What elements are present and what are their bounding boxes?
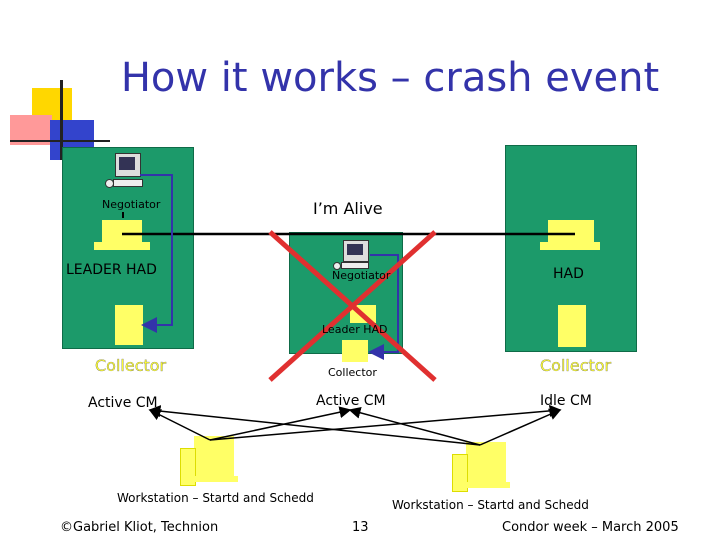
right-workstation-icon (452, 442, 512, 492)
slide-title: How it works – crash event (120, 55, 660, 101)
middle-negotiator-collector-link (368, 254, 399, 360)
middle-collector-label: Collector (328, 366, 377, 379)
middle-role-label: Active CM (316, 393, 386, 409)
ws-right-to-left-cm-arrow (148, 405, 481, 446)
left-negotiator-computer-icon (105, 153, 143, 189)
left-collector-icon (115, 305, 143, 345)
middle-had-label: Leader HAD (322, 323, 388, 336)
left-had-label: LEADER HAD (66, 262, 157, 278)
left-negotiator-collector-link (140, 174, 173, 333)
ws-left-to-left-cm-arrow (148, 409, 211, 441)
heartbeat-label: I’m Alive (313, 199, 383, 218)
middle-negotiator-computer-icon (333, 240, 369, 270)
left-role-label: Active CM (88, 395, 158, 411)
middle-negotiator-label: Negotiator (332, 269, 391, 282)
right-had-label: HAD (553, 266, 584, 282)
left-workstation-icon (180, 436, 240, 486)
right-role-label: Idle CM (540, 393, 592, 409)
workstation-left-label: Workstation – Startd and Schedd (117, 491, 314, 505)
workstation-right-label: Workstation – Startd and Schedd (392, 498, 589, 512)
ws-left-to-mid-cm-arrow (209, 406, 352, 441)
left-collector-label: Collector (95, 356, 167, 375)
footer-left: ©Gabriel Kliot, Technion (60, 520, 219, 535)
ws-right-to-mid-cm-arrow (348, 406, 481, 446)
footer-right: Condor week – March 2005 (502, 520, 679, 535)
ws-left-to-right-cm-arrow (209, 404, 562, 441)
right-had-base (540, 242, 600, 250)
right-collector-label: Collector (540, 356, 612, 375)
middle-collector-icon (342, 340, 368, 362)
left-negotiator-label: Negotiator (102, 198, 161, 211)
left-had-base (94, 242, 150, 250)
right-collector-icon (558, 305, 586, 347)
ws-right-to-right-cm-arrow (479, 408, 562, 446)
crash-cross-line-2 (268, 230, 437, 382)
page-number: 13 (352, 520, 369, 535)
